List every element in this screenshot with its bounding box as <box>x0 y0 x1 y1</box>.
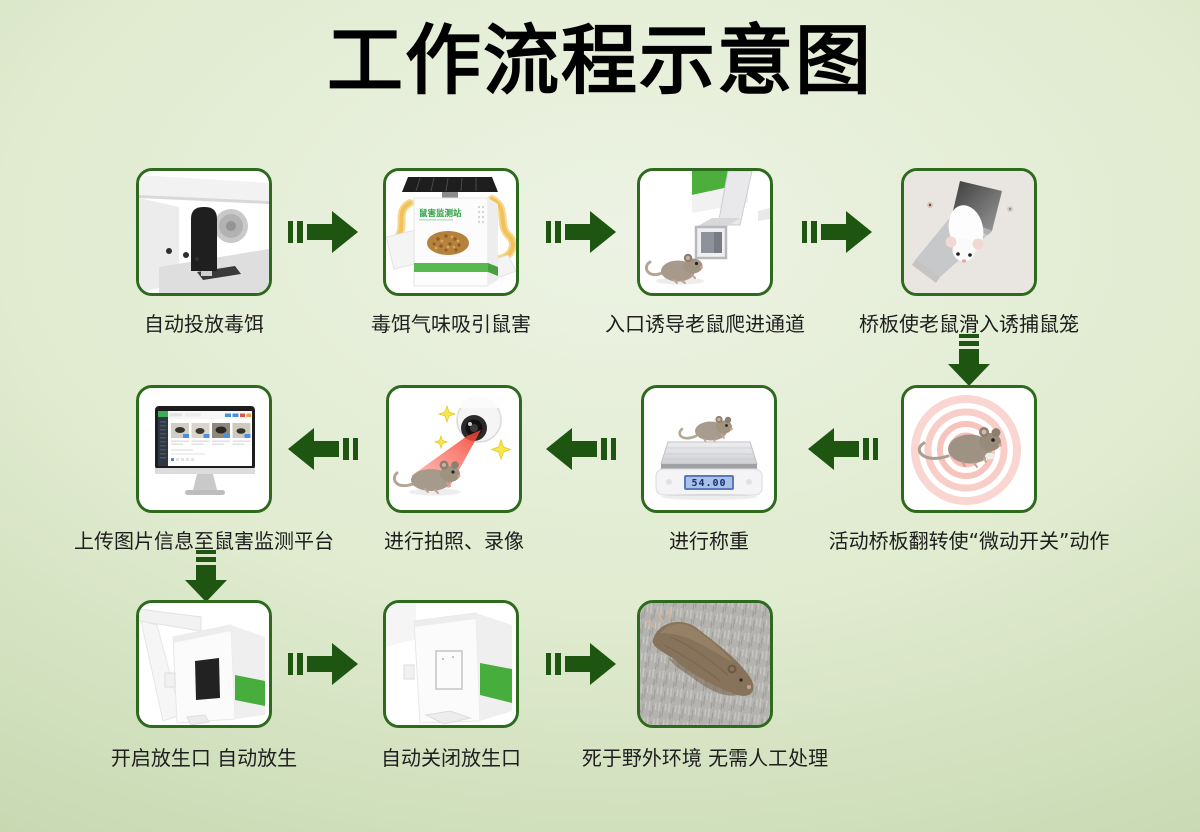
step-label: 开启放生口 自动放生 <box>110 746 298 770</box>
arrow-down-icon <box>945 334 993 386</box>
step-box-micro-switch <box>901 385 1037 513</box>
release-port-closed-icon <box>386 603 516 725</box>
step-box-bridge-plate <box>901 168 1037 296</box>
arrow-right-icon <box>288 210 358 254</box>
arrow-left-icon <box>808 427 878 471</box>
step-box-upload-platform <box>136 385 272 513</box>
bait-dispenser-icon <box>139 171 269 293</box>
step-label: 桥板使老鼠滑入诱捕鼠笼 <box>859 312 1079 336</box>
signal-ripples-icon <box>904 388 1034 510</box>
page-title: 工作流程示意图 <box>327 16 873 105</box>
bridge-plate-icon <box>904 171 1034 293</box>
arrow-right-icon <box>802 210 872 254</box>
step-box-tunnel-entrance <box>637 168 773 296</box>
arrow-right-icon <box>546 642 616 686</box>
step-label: 毒饵气味吸引鼠害 <box>371 312 531 336</box>
arrow-right-icon <box>288 642 358 686</box>
step-label: 进行称重 <box>669 529 749 553</box>
step-label: 自动投放毒饵 <box>144 312 264 336</box>
dead-mouse-icon <box>640 603 770 725</box>
arrow-right-icon <box>546 210 616 254</box>
step-box-photo-video <box>386 385 522 513</box>
release-port-open-icon <box>139 603 269 725</box>
step-label: 上传图片信息至鼠害监测平台 <box>74 529 334 553</box>
step-label: 活动桥板翻转使“微动开关”动作 <box>828 529 1110 553</box>
monitoring-platform-icon <box>139 388 269 510</box>
step-box-dies-outdoors <box>637 600 773 728</box>
bait-station-icon: 鼠害监测站 <box>386 171 516 293</box>
camera-icon <box>389 388 519 510</box>
step-box-dispense-bait <box>136 168 272 296</box>
arrow-left-icon <box>288 427 358 471</box>
step-box-bait-smell: 鼠害监测站 <box>383 168 519 296</box>
step-label: 入口诱导老鼠爬进通道 <box>605 312 805 336</box>
step-label: 进行拍照、录像 <box>384 529 524 553</box>
step-label: 自动关闭放生口 <box>381 746 521 770</box>
arrow-left-icon <box>546 427 616 471</box>
step-box-weighing: 54.00 <box>641 385 777 513</box>
scale-display-text: 54.00 <box>691 478 726 489</box>
tunnel-entrance-icon <box>640 171 770 293</box>
arrow-down-icon <box>182 550 230 602</box>
scale-icon: 54.00 <box>644 388 774 510</box>
station-name-text: 鼠害监测站 <box>419 208 462 219</box>
step-box-release-open <box>136 600 272 728</box>
step-box-release-closed <box>383 600 519 728</box>
step-label: 死于野外环境 无需人工处理 <box>581 746 829 770</box>
